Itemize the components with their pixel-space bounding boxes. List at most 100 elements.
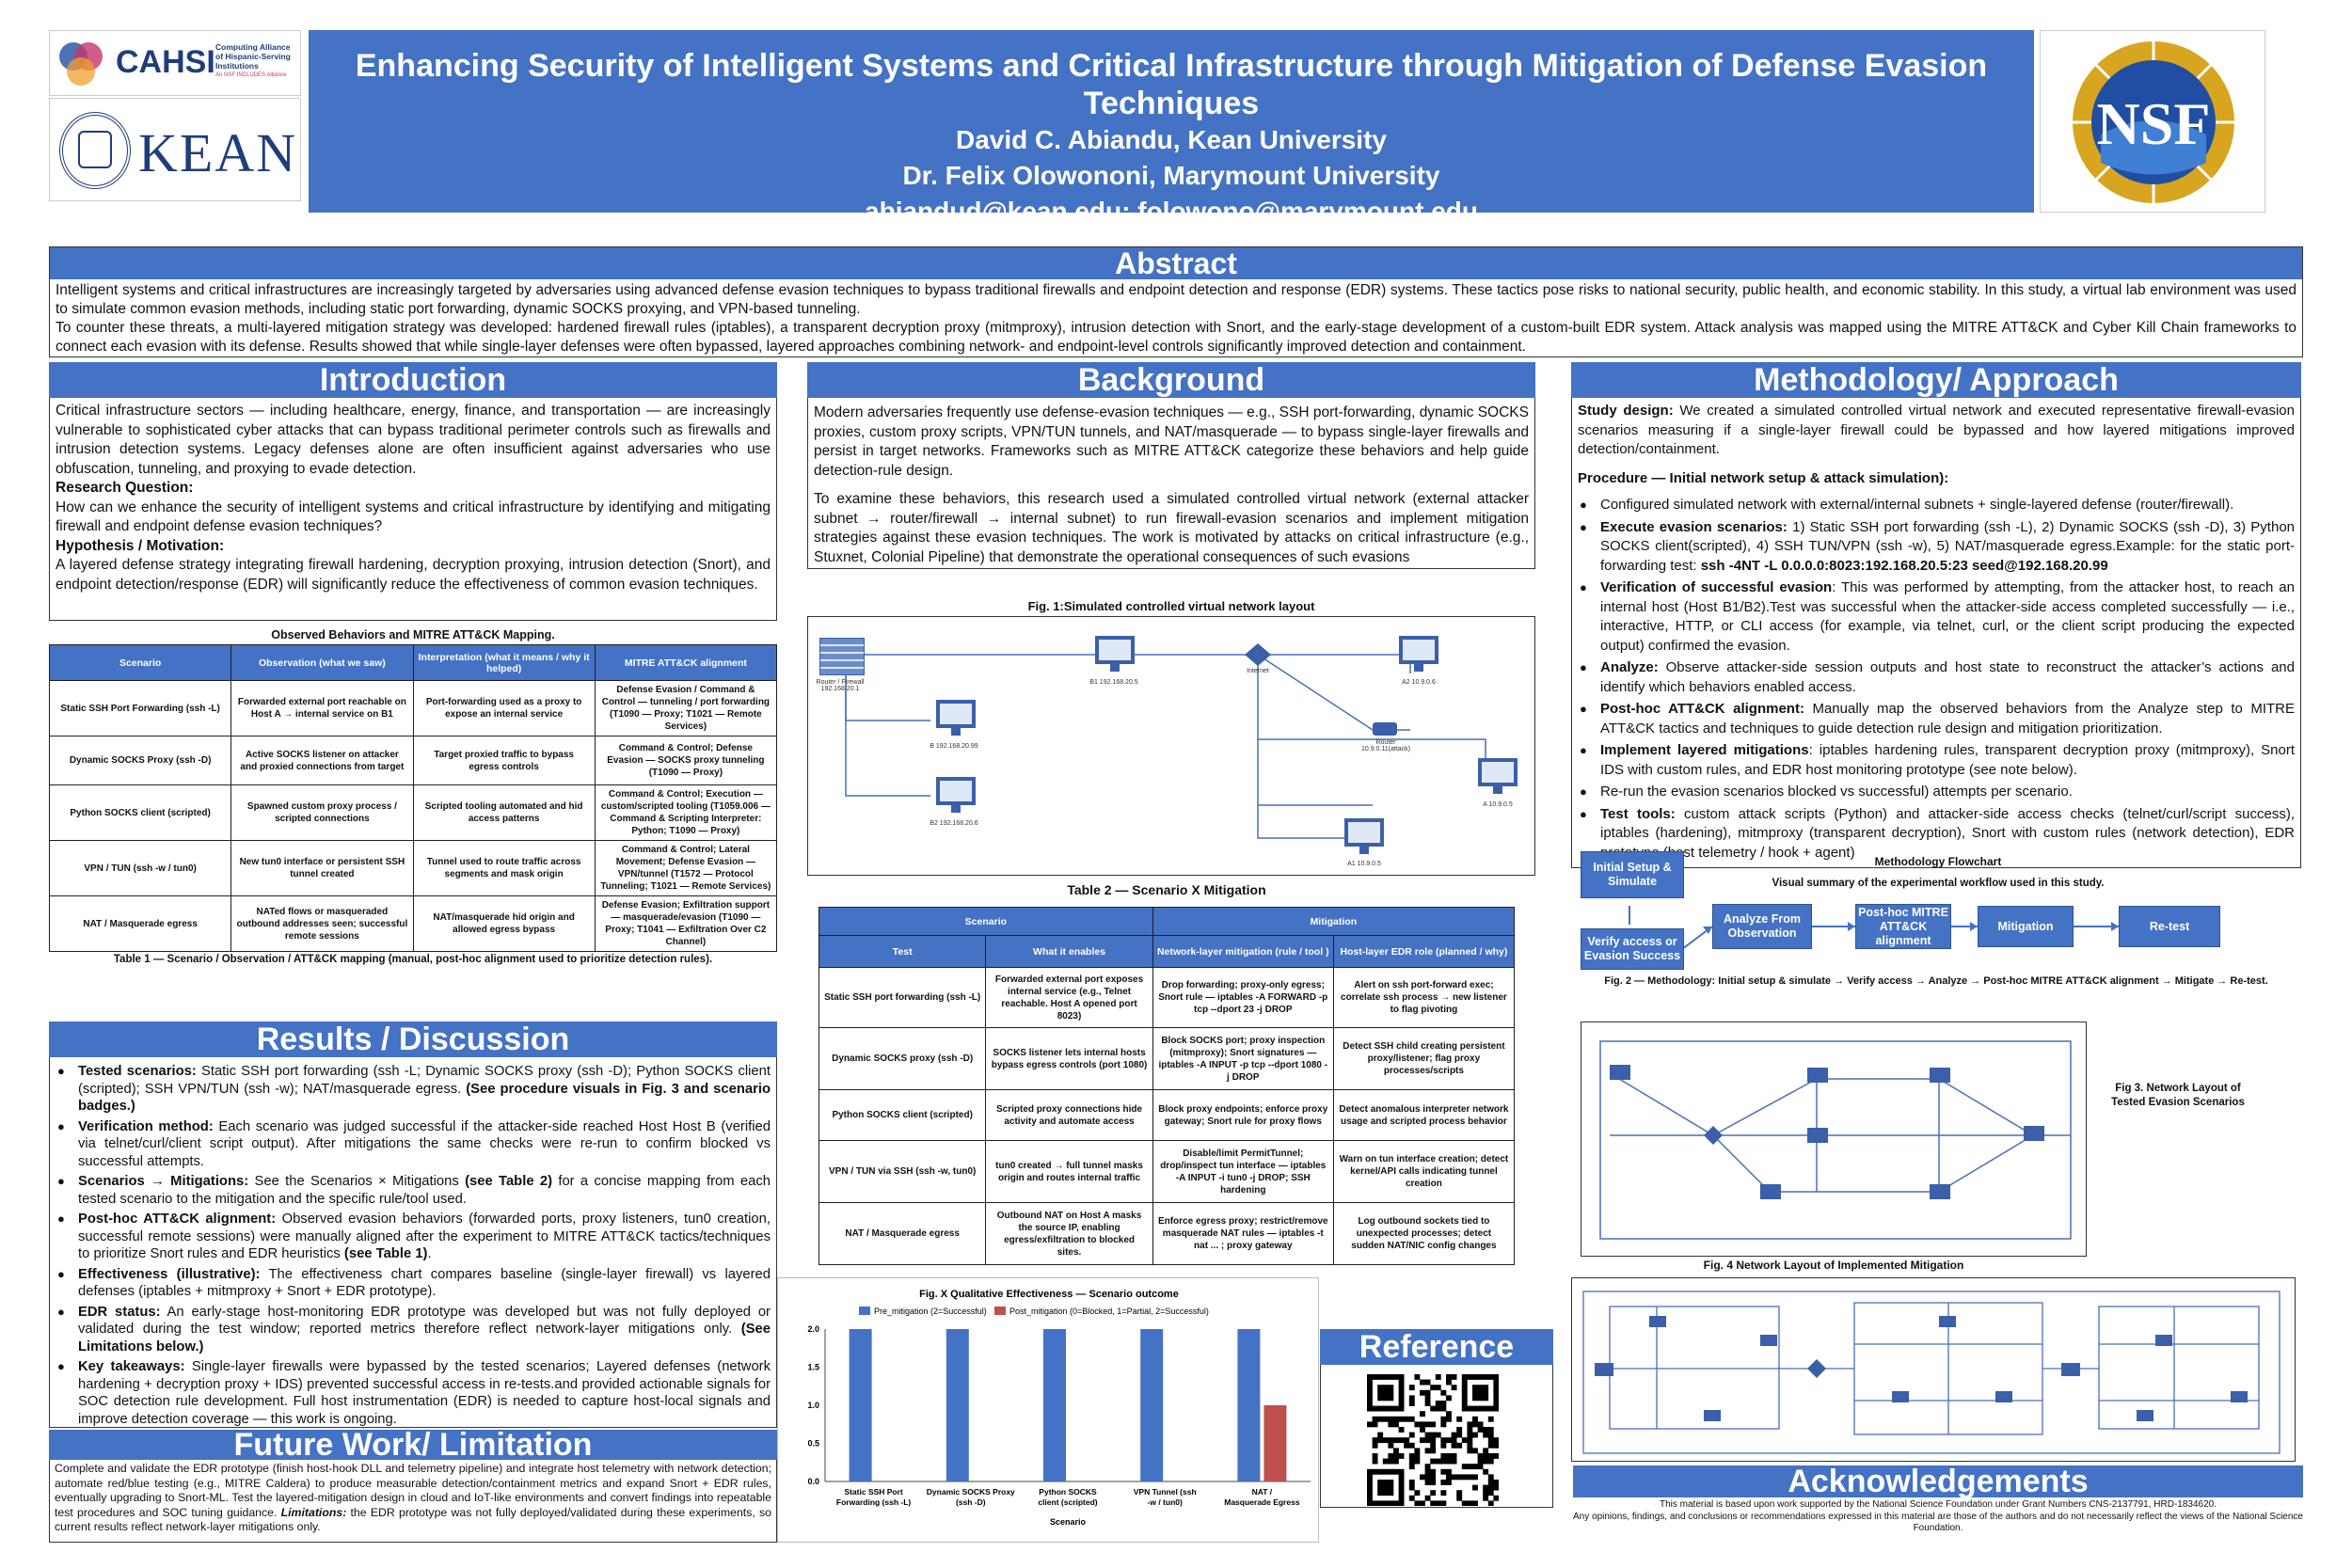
- list-item-label: Tested scenarios:: [78, 1064, 197, 1079]
- list-item-text: Observe attacker-side session outputs an…: [1600, 659, 2295, 695]
- list-item-bold-tail: (See procedure visuals in Fig. 3 and sce…: [78, 1081, 771, 1115]
- research-question-label: Research Question:: [56, 480, 194, 496]
- list-item-label: Test tools:: [1600, 805, 1676, 822]
- flow-step-retest: Re-test: [2119, 906, 2220, 947]
- legend-label: Pre_mitigation (2=Successful): [874, 1307, 987, 1316]
- list-item-label: Post-hoc ATT&CK alignment:: [1600, 701, 1804, 717]
- fig1-label-router: Router / Firewall 192.168.20.1: [816, 679, 865, 692]
- table1-caption: Table 1 — Scenario / Observation / ATT&C…: [113, 954, 713, 965]
- list-item-label: Verification method:: [78, 1118, 214, 1134]
- list-item: Verification method: Each scenario was j…: [56, 1118, 771, 1171]
- table-row: Static SSH Port Forwarding (ssh -L)Forwa…: [48, 680, 778, 736]
- future-work-section: Future Work/ Limitation Complete and val…: [49, 1429, 777, 1543]
- poster-title: Enhancing Security of Intelligent System…: [355, 48, 1988, 121]
- methodology-heading: Methodology/ Approach: [1571, 362, 2301, 398]
- table2-cell: Python SOCKS client (scripted): [818, 1089, 987, 1141]
- introduction-section: Introduction Critical infrastructure sec…: [49, 362, 777, 621]
- fig3-caption: Fig 3. Network Layout of Tested Evasion …: [2111, 1083, 2245, 1108]
- table2-cell: Enforce egress proxy; restrict/remove ma…: [1152, 1202, 1334, 1265]
- table1-header: Interpretation (what it means / why it h…: [412, 644, 596, 681]
- table2-group-mitigation: Mitigation: [1152, 907, 1516, 936]
- list-item-text: See the Scenarios × Mitigations: [248, 1174, 466, 1189]
- table1-cell: Port-forwarding used as a proxy to expos…: [412, 680, 596, 736]
- list-item-text: Re-run the evasion scenarios blocked vs …: [1600, 784, 2073, 800]
- list-item-text: An early-stage host-monitoring EDR proto…: [78, 1304, 771, 1338]
- list-item-text: Manually map the observed behaviors from…: [1600, 701, 2296, 736]
- list-item: Re-run the evasion scenarios blocked vs …: [1578, 783, 2295, 802]
- abstract-paragraph-2: To counter these threats, a multi-layere…: [56, 320, 2296, 355]
- y-tick-label: 1.5: [807, 1363, 819, 1372]
- table2-cell: Dynamic SOCKS proxy (ssh -D): [818, 1027, 987, 1090]
- kean-seal-icon: [59, 112, 131, 189]
- table1-section: Observed Behaviors and MITRE ATT&CK Mapp…: [48, 628, 778, 965]
- table1-cell: Command & Control; Execution — custom/sc…: [594, 784, 778, 841]
- fig1-title: Fig. 1:Simulated controlled virtual netw…: [1027, 599, 1315, 613]
- list-item-label: EDR status:: [78, 1304, 161, 1320]
- chart-bar: [849, 1329, 872, 1481]
- nsf-logo: NSF: [2040, 30, 2265, 213]
- author-1: David C. Abiandu, Kean University: [956, 125, 1387, 154]
- abstract-heading: Abstract: [50, 247, 2302, 279]
- flowchart-title: Methodology Flowchart: [1874, 855, 2002, 868]
- table1-cell: NAT / Masquerade egress: [48, 895, 232, 952]
- x-axis-label: Scenario: [1050, 1517, 1087, 1527]
- list-item-text: The effectiveness chart compares baselin…: [78, 1266, 771, 1300]
- list-item-text2: .: [427, 1246, 432, 1261]
- table-row: VPN / TUN via SSH (ssh -w, tun0)tun0 cre…: [818, 1140, 1516, 1203]
- list-item-text2: for a concise mapping from each tested s…: [78, 1174, 771, 1207]
- table1-cell: NATed flows or masqueraded outbound addr…: [230, 895, 414, 952]
- acknowledgements-section: Acknowledgements This material is based …: [1573, 1465, 2303, 1544]
- fig1-label-b2: B2 192.168.20.6: [930, 820, 978, 827]
- flow-step-analyze: Analyze From Observation: [1712, 904, 1812, 949]
- kean-logo-text: KEAN: [138, 122, 298, 183]
- study-design-text: We created a simulated controlled virtua…: [1578, 403, 2295, 457]
- host-b2-icon: [936, 777, 976, 813]
- background-paragraph-1: Modern adversaries frequently use defens…: [814, 404, 1529, 479]
- x-tick-label: Dynamic SOCKS Proxy(ssh -D): [927, 1487, 1015, 1507]
- firewall-icon: [819, 638, 865, 675]
- list-item-text: Each scenario was judged successful if t…: [78, 1118, 771, 1169]
- list-item-label: Key takeaways:: [78, 1359, 185, 1374]
- table-row: Python SOCKS client (scripted)Spawned cu…: [48, 784, 778, 841]
- fig1-label-internet: Internet: [1247, 668, 1269, 674]
- x-tick-label: VPN Tunnel (ssh-w / tun0): [1134, 1487, 1197, 1507]
- chart-bar: [1043, 1329, 1066, 1481]
- table2-cell: Scripted proxy connections hide activity…: [985, 1089, 1153, 1141]
- table-row: VPN / TUN (ssh -w / tun0)New tun0 interf…: [48, 840, 778, 896]
- table1-cell: Command & Control; Defense Evasion — SOC…: [594, 736, 778, 785]
- list-item: Execute evasion scenarios: 1) Static SSH…: [1578, 518, 2295, 577]
- table1-cell: Command & Control; Lateral Movement; Def…: [594, 840, 778, 896]
- fig1-network-diagram: Router / Firewall 192.168.20.1 B1 192.16…: [807, 616, 1535, 876]
- table1-cell: Tunnel used to route traffic across segm…: [412, 840, 596, 896]
- legend-swatch: [859, 1307, 870, 1315]
- list-item-label: Analyze:: [1600, 659, 1659, 675]
- host-b-icon: [936, 700, 976, 736]
- nsf-logo-text: NSF: [2096, 90, 2211, 157]
- list-item-text: 1) Static SSH port forwarding (ssh -L), …: [1600, 518, 2296, 574]
- host-b1-icon: [1095, 636, 1135, 672]
- host-a2-icon: [1399, 636, 1438, 672]
- table2-group-scenario: Scenario: [818, 907, 1153, 936]
- table2-cell: Block SOCKS port; proxy inspection (mitm…: [1152, 1027, 1334, 1090]
- list-item-bold-tail: ssh -4NT -L 0.0.0.0:8023:192.168.20.5:23…: [1700, 557, 2108, 574]
- table1-title: Observed Behaviors and MITRE ATT&CK Mapp…: [271, 628, 555, 641]
- table2-cell: Drop forwarding; proxy-only egress; Snor…: [1152, 967, 1334, 1028]
- router-icon: [1373, 722, 1397, 736]
- list-item-label: Effectiveness (illustrative):: [78, 1266, 261, 1282]
- list-item-text: Configured simulated network with extern…: [1600, 497, 2234, 513]
- effectiveness-chart: Fig. X Qualitative Effectiveness — Scena…: [777, 1277, 1319, 1543]
- table1-cell: Static SSH Port Forwarding (ssh -L): [48, 680, 232, 736]
- table-row: Dynamic SOCKS proxy (ssh -D)SOCKS listen…: [818, 1027, 1516, 1090]
- study-design-label: Study design:: [1578, 403, 1674, 419]
- table1-cell: New tun0 interface or persistent SSH tun…: [230, 840, 414, 896]
- cahsi-logo-subtitle2: An NSF INCLUDES Alliance: [215, 72, 287, 78]
- list-item: Effectiveness (illustrative): The effect…: [56, 1266, 771, 1301]
- list-item-bold-tail: (see Table 1): [343, 1246, 428, 1261]
- results-list: Tested scenarios: Static SSH port forwar…: [56, 1063, 771, 1428]
- future-work-text: Complete and validate the EDR prototype …: [55, 1462, 771, 1519]
- fig1-label-a: A 10.9.0.5: [1483, 801, 1513, 808]
- y-tick-label: 0.5: [807, 1439, 819, 1449]
- table1-cell: Spawned custom proxy process / scripted …: [230, 784, 414, 841]
